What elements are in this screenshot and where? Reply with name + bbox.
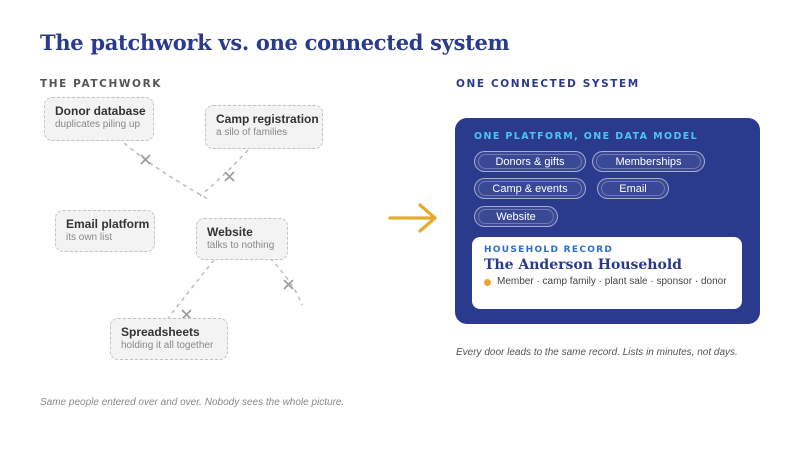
module-pill-email: Email <box>597 178 669 199</box>
module-pill-donors-gifts: Donors & gifts <box>474 151 586 172</box>
page-title: The patchwork vs. one connected system <box>40 30 510 55</box>
record-label: HOUSEHOLD RECORD <box>484 245 614 255</box>
break-mark-icon <box>283 279 294 290</box>
system-name: Donor database <box>55 104 146 118</box>
module-label: Memberships <box>596 154 701 169</box>
record-tags: Member · camp family · plant sale · spon… <box>484 276 730 288</box>
system-description: a silo of families <box>216 127 288 138</box>
broken-link-camp-website <box>199 149 249 197</box>
household-record-card: HOUSEHOLD RECORD The Anderson Household … <box>472 237 742 309</box>
system-description: holding it all together <box>121 340 214 351</box>
system-card-camp-registration: Camp registration a silo of families <box>205 105 323 149</box>
system-name: Website <box>207 225 253 239</box>
record-title: The Anderson Household <box>484 257 682 273</box>
system-description: talks to nothing <box>207 240 275 251</box>
connected-caption: Every door leads to the same record. Lis… <box>456 347 738 358</box>
system-name: Email platform <box>66 217 150 231</box>
patchwork-heading: THE PATCHWORK <box>40 78 163 90</box>
module-label: Camp & events <box>478 181 582 196</box>
system-description: its own list <box>66 232 113 243</box>
system-name: Camp registration <box>216 112 319 126</box>
module-pill-website: Website <box>474 206 558 227</box>
arrow-right-icon <box>388 203 437 233</box>
tag-dot-icon <box>484 279 491 286</box>
platform-label: ONE PLATFORM, ONE DATA MODEL <box>474 131 699 142</box>
module-pill-camp-events: Camp & events <box>474 178 586 199</box>
module-pill-memberships: Memberships <box>592 151 705 172</box>
patchwork-caption: Same people entered over and over. Nobod… <box>40 397 345 408</box>
system-card-email-platform: Email platform its own list <box>55 210 155 252</box>
system-name: Spreadsheets <box>121 325 200 339</box>
system-card-spreadsheets: Spreadsheets holding it all together <box>110 318 228 360</box>
break-mark-icon <box>224 171 235 182</box>
break-mark-icon <box>140 154 151 165</box>
module-label: Website <box>478 209 554 224</box>
record-tags-text: Member · camp family · plant sale · spon… <box>497 276 727 287</box>
connected-system-heading: ONE CONNECTED SYSTEM <box>456 78 640 90</box>
module-label: Donors & gifts <box>478 154 582 169</box>
system-card-donor-database: Donor database duplicates piling up <box>44 97 154 141</box>
connected-platform-panel: ONE PLATFORM, ONE DATA MODEL Donors & gi… <box>455 118 760 324</box>
broken-link-donor-camp <box>117 137 211 201</box>
broken-link-website-spreadsheets <box>164 259 215 323</box>
system-card-website: Website talks to nothing <box>196 218 288 260</box>
module-label: Email <box>601 181 665 196</box>
break-mark-icon <box>181 309 192 320</box>
system-description: duplicates piling up <box>55 119 141 130</box>
